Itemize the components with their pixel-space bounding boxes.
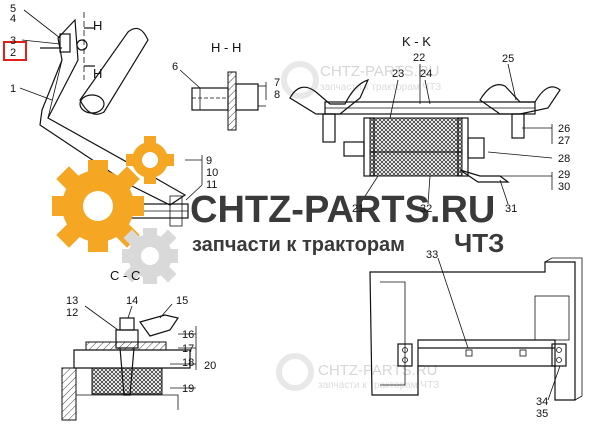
callout-7: 7 (274, 77, 280, 89)
watermark-sub: запчасти к тракторам (192, 234, 405, 256)
faint-watermark-top: CHTZ-PARTS.RU запчасти к тракторам ЧТЗ (281, 61, 441, 99)
callout-2: 2 (10, 47, 16, 59)
callout-10: 10 (206, 167, 218, 179)
callout-1: 1 (10, 83, 16, 95)
gear-icon-small (122, 228, 178, 284)
callout-33: 33 (426, 249, 438, 261)
frame-drawing (369, 257, 583, 401)
callout-26: 26 (558, 123, 570, 135)
watermark-brand: ЧТЗ (454, 228, 504, 258)
callout-14: 14 (126, 295, 138, 307)
faint-watermark-sub-2: запчасти к тракторам ЧТЗ (318, 380, 439, 391)
callout-22: 22 (413, 52, 425, 64)
callout-31: 31 (505, 203, 517, 215)
callout-16: 16 (182, 329, 194, 341)
callout-21: 21 (352, 203, 364, 215)
watermark-main: CHTZ-PARTS.RU (190, 189, 495, 231)
callout-28: 28 (558, 153, 570, 165)
faint-watermark-sub: запчасти к тракторам ЧТЗ (320, 82, 441, 93)
callout-17: 17 (182, 343, 194, 355)
section-cc-drawing (61, 303, 197, 421)
callout-30: 30 (558, 181, 570, 193)
callout-32: 32 (420, 203, 432, 215)
section-kk-drawing (289, 63, 561, 205)
callout-6: 6 (172, 61, 178, 73)
callout-35: 35 (536, 408, 548, 420)
faint-watermark-bottom: CHTZ-PARTS.RU запчасти к тракторам ЧТЗ (276, 353, 439, 391)
callout-12: 12 (66, 307, 78, 319)
callout-4: 4 (10, 13, 16, 25)
callout-9: 9 (206, 155, 212, 167)
callout-13: 13 (66, 295, 78, 307)
callout-11: 11 (206, 179, 217, 191)
callout-29: 29 (558, 169, 570, 181)
callout-23: 23 (392, 68, 404, 80)
callout-27: 27 (558, 135, 570, 147)
callout-18: 18 (182, 357, 194, 369)
highlight-box (3, 41, 27, 61)
callout-25: 25 (502, 53, 514, 65)
section-marker-h-bottom: H (93, 66, 102, 81)
callout-19: 19 (182, 383, 194, 395)
callout-15: 15 (176, 295, 188, 307)
callout-34: 34 (536, 396, 548, 408)
callout-20: 20 (204, 360, 216, 372)
section-title-hh: H - H (211, 40, 241, 55)
faint-watermark-main: CHTZ-PARTS.RU (320, 63, 439, 80)
section-title-cc: C - C (110, 268, 140, 283)
faint-watermark-main-2: CHTZ-PARTS.RU (318, 362, 437, 379)
section-hh-drawing (179, 69, 267, 131)
callout-3: 3 (10, 35, 16, 47)
callout-5: 5 (10, 3, 16, 15)
gear-icon-orange-small (126, 136, 174, 184)
callout-8: 8 (274, 89, 280, 101)
section-marker-h-top: H (93, 18, 102, 33)
callout-24: 24 (420, 68, 432, 80)
callout-numbers: 5 4 3 2 1 6 7 8 9 10 11 22 23 24 25 26 2… (10, 3, 570, 420)
section-title-kk: K - K (402, 34, 431, 49)
